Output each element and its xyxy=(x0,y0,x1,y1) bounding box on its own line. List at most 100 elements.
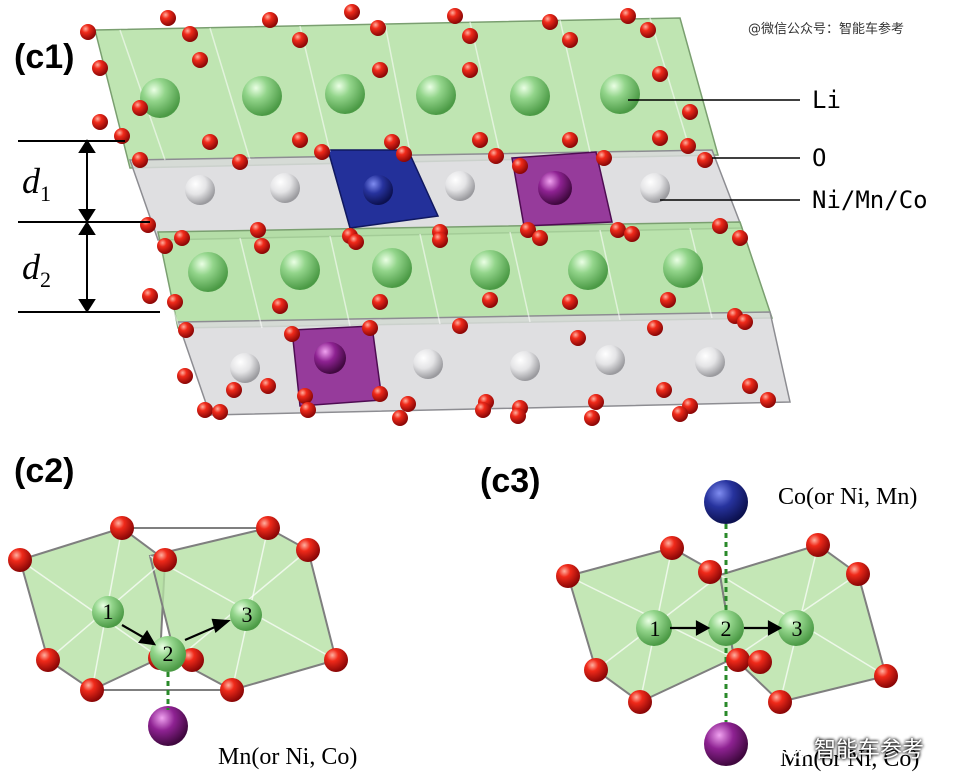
oxygen-atom xyxy=(177,368,193,384)
c2-site-1: 1 xyxy=(103,599,114,624)
oxygen-atom xyxy=(92,114,108,130)
tm-atom xyxy=(510,351,540,381)
oxygen-atom xyxy=(610,222,626,238)
oxygen-atom xyxy=(262,12,278,28)
tm-atom xyxy=(595,345,625,375)
oxygen-atom xyxy=(284,326,300,342)
mn-cation-atom xyxy=(148,706,188,746)
oxygen-atom xyxy=(512,158,528,174)
oxygen-atom xyxy=(628,690,652,714)
oxygen-atom xyxy=(742,378,758,394)
oxygen-atom xyxy=(372,386,388,402)
oxygen-atom xyxy=(748,650,772,674)
oxygen-atom xyxy=(562,294,578,310)
oxygen-atom xyxy=(680,138,696,154)
oxygen-atom xyxy=(482,292,498,308)
layer-spacing-guides xyxy=(18,139,160,313)
oxygen-atom xyxy=(260,378,276,394)
c3-top-cation-label: Co(or Ni, Mn) xyxy=(778,484,918,510)
oxygen-atom xyxy=(488,148,504,164)
tm-atom xyxy=(230,353,260,383)
tm-atom xyxy=(445,171,475,201)
oxygen-atom xyxy=(698,560,722,584)
oxygen-atom xyxy=(153,548,177,572)
c3-site-2: 2 xyxy=(721,616,732,641)
oxygen-atom xyxy=(256,516,280,540)
oxygen-atom xyxy=(532,230,548,246)
oxygen-atom xyxy=(220,678,244,702)
oxygen-atom xyxy=(452,318,468,334)
li-atom xyxy=(242,76,282,116)
oxygen-atom xyxy=(447,8,463,24)
c2-cation-label: Mn(or Ni, Co) xyxy=(218,744,358,770)
oxygen-atom xyxy=(324,648,348,672)
oxygen-atom xyxy=(362,320,378,336)
oxygen-atom xyxy=(732,230,748,246)
oxygen-atom xyxy=(182,26,198,42)
oxygen-atom xyxy=(202,134,218,150)
mn-atom xyxy=(538,171,572,205)
li-atom xyxy=(140,78,180,118)
oxygen-atom xyxy=(640,22,656,38)
c3-atoms xyxy=(556,480,898,766)
li-site-2-atom xyxy=(150,636,186,672)
li-atom xyxy=(600,74,640,114)
li-site-1-atom xyxy=(636,610,672,646)
oxygen-atom xyxy=(660,536,684,560)
oxygen-atom xyxy=(297,388,313,404)
li-site-2-atom xyxy=(708,610,744,646)
oxygen-atom xyxy=(737,314,753,330)
oxygen-atom xyxy=(660,292,676,308)
oxygen-atom xyxy=(584,658,608,682)
legend-transition-metal: Ni/Mn/Co xyxy=(812,186,928,214)
c1-legend-lines xyxy=(628,99,800,201)
oxygen-atom xyxy=(726,648,750,672)
oxygen-atom xyxy=(80,24,96,40)
d2-letter: d xyxy=(22,247,40,287)
tm-atom xyxy=(270,173,300,203)
c2-arrows xyxy=(121,618,231,646)
oxygen-atom xyxy=(846,562,870,586)
watermark-bottom-text: 智能车参考 xyxy=(814,738,925,763)
oxygen-atom xyxy=(178,322,194,338)
li-atom xyxy=(510,76,550,116)
c1-atoms xyxy=(80,4,776,426)
oxygen-atom xyxy=(656,382,672,398)
panel-label-c2: (c2) xyxy=(14,452,75,490)
oxygen-atom xyxy=(652,130,668,146)
oxygen-atom xyxy=(712,218,728,234)
oxygen-atom xyxy=(520,222,536,238)
wechat-icon xyxy=(779,737,807,759)
legend-oxygen: O xyxy=(812,144,827,172)
c3-arrows xyxy=(670,620,783,636)
mn-cation-atom xyxy=(704,722,748,766)
oxygen-atom xyxy=(197,402,213,418)
oxygen-atom xyxy=(314,144,330,160)
c2-site-2: 2 xyxy=(163,641,174,666)
oxygen-atom xyxy=(384,134,400,150)
oxygen-atom xyxy=(472,132,488,148)
li-atom xyxy=(416,75,456,115)
li-atom xyxy=(568,250,608,290)
oxygen-atom xyxy=(620,8,636,24)
li-atom xyxy=(372,248,412,288)
oxygen-atom xyxy=(132,152,148,168)
d1-label: d1 xyxy=(22,160,51,207)
mn-atom xyxy=(314,342,346,374)
li-site-3-atom xyxy=(230,599,262,631)
li-atom xyxy=(325,74,365,114)
oxygen-atom xyxy=(400,396,416,412)
oxygen-atom xyxy=(432,232,448,248)
oxygen-atom xyxy=(562,32,578,48)
oxygen-atom xyxy=(348,234,364,250)
oxygen-atom xyxy=(344,4,360,20)
oxygen-atom xyxy=(584,410,600,426)
oxygen-atom xyxy=(292,132,308,148)
oxygen-atom xyxy=(768,690,792,714)
c2-site-3: 3 xyxy=(242,602,253,627)
tm-atom xyxy=(413,349,443,379)
oxygen-atom xyxy=(232,154,248,170)
c3-site-1: 1 xyxy=(650,616,661,641)
oxygen-atom xyxy=(110,516,134,540)
